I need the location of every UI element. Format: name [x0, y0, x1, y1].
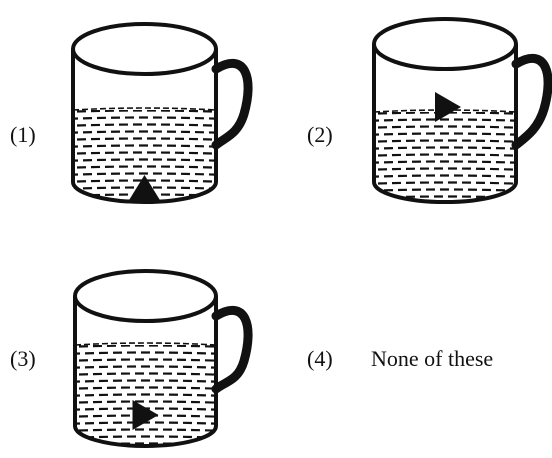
- water-line: [374, 139, 516, 144]
- mug-handle: [211, 59, 253, 150]
- mug-body: [372, 44, 518, 204]
- water-line: [73, 116, 216, 121]
- water-line: [374, 181, 516, 186]
- water-line: [75, 435, 216, 440]
- option-4-text: None of these: [371, 346, 494, 371]
- water-line: [73, 144, 216, 149]
- option-4-label: (4): [307, 346, 333, 371]
- mug-1: [71, 22, 253, 204]
- option-3-label: (3): [10, 346, 36, 371]
- object-triangle: [128, 175, 161, 201]
- water-line: [75, 400, 216, 405]
- mug-body: [73, 296, 218, 448]
- option-2-label: (2): [307, 122, 333, 147]
- water-line: [374, 174, 516, 179]
- water-line: [73, 137, 216, 142]
- water-line: [374, 160, 516, 165]
- water-line: [75, 386, 216, 391]
- mug-rim: [71, 22, 218, 76]
- water-line: [374, 146, 516, 151]
- mug-rim: [372, 17, 518, 71]
- water-line: [73, 165, 216, 170]
- water-line: [73, 123, 216, 128]
- water-line: [73, 179, 216, 184]
- water-surface: [74, 342, 217, 346]
- water-line: [73, 172, 216, 177]
- water-line: [73, 158, 216, 163]
- mug-handle: [511, 54, 552, 150]
- water-line: [73, 151, 216, 156]
- water: [374, 112, 516, 200]
- water-line: [73, 130, 216, 135]
- mug-rim: [73, 269, 218, 323]
- water-line: [374, 132, 516, 137]
- water-line: [374, 195, 516, 200]
- water-line: [374, 188, 516, 193]
- water-line: [75, 414, 216, 419]
- water-line: [73, 110, 216, 114]
- option-1-label: (1): [10, 122, 36, 147]
- mug-3: [73, 269, 253, 448]
- mug-handle: [211, 306, 253, 394]
- water-surface: [72, 107, 217, 111]
- water-line: [374, 112, 516, 116]
- water-line: [75, 421, 216, 426]
- water-line: [75, 345, 216, 349]
- water-line: [75, 379, 216, 384]
- water-surface: [373, 109, 517, 113]
- water-line: [75, 428, 216, 433]
- mug-body: [71, 49, 218, 204]
- water-line: [75, 358, 216, 363]
- water-line: [374, 125, 516, 130]
- object-triangle: [132, 400, 159, 430]
- water-line: [75, 393, 216, 398]
- water-line: [75, 365, 216, 370]
- water: [75, 345, 216, 446]
- water-line: [374, 167, 516, 172]
- object-triangle: [435, 92, 461, 122]
- water-line: [374, 153, 516, 158]
- water-line: [75, 351, 216, 356]
- water-line: [374, 118, 516, 123]
- water-line: [75, 372, 216, 377]
- mug-2: [372, 17, 552, 204]
